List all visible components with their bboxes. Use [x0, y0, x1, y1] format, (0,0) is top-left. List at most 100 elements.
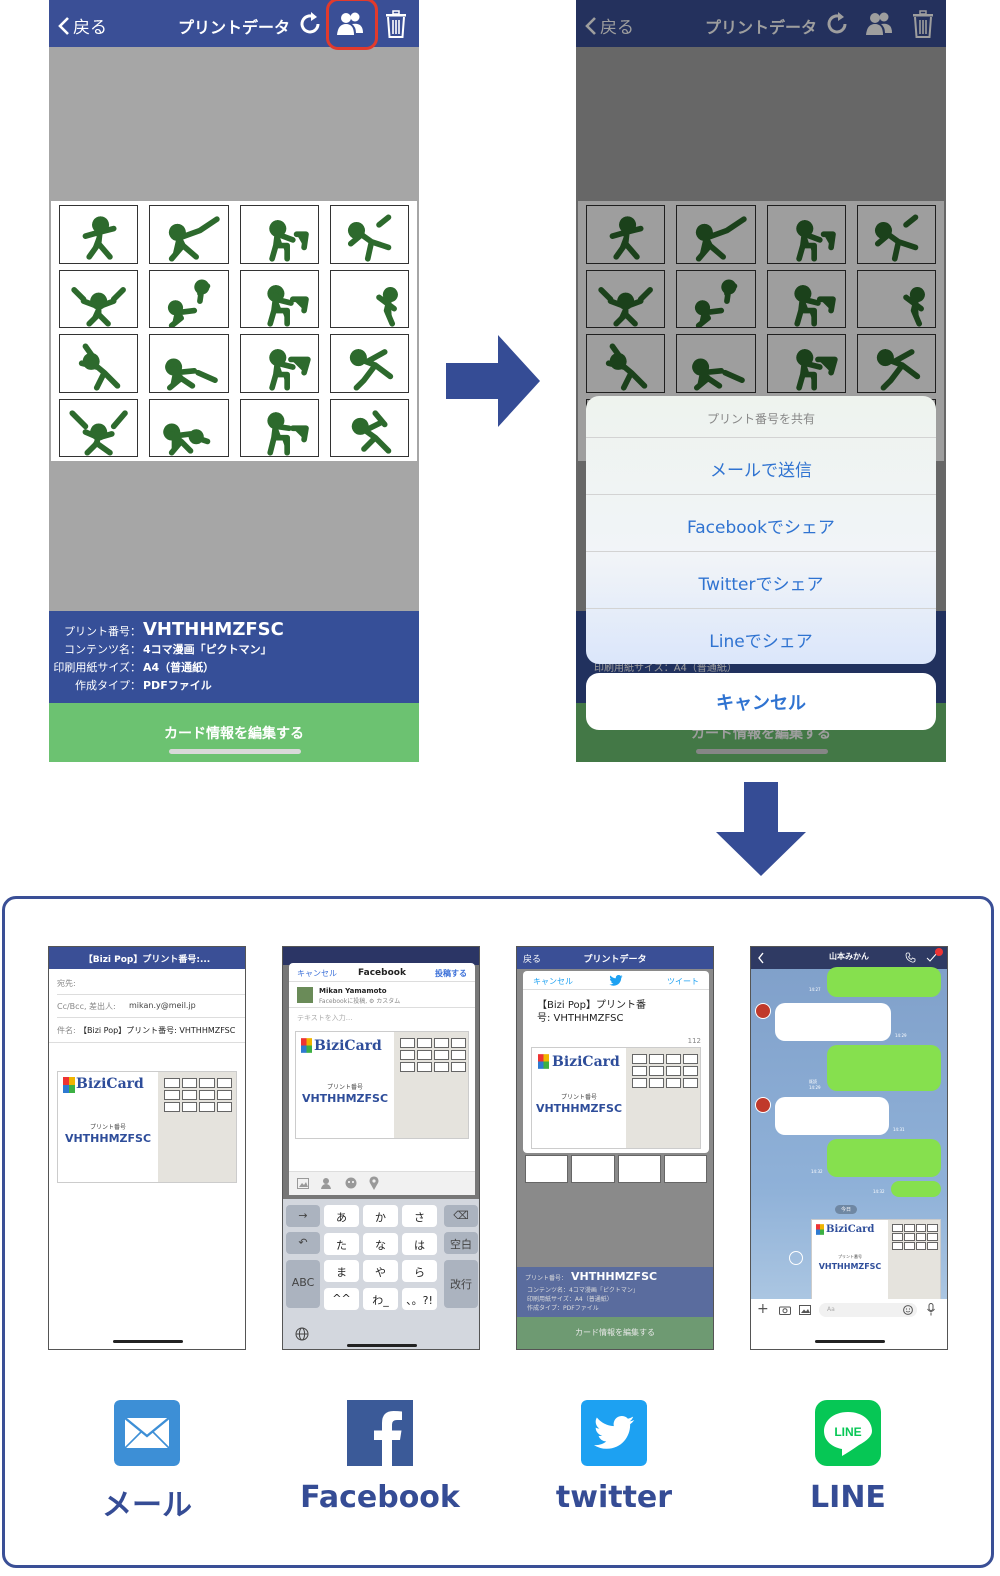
share-line-option[interactable]: Lineでシェア [709, 632, 813, 652]
pictogram-cell [239, 398, 319, 457]
pictogram-cell [329, 205, 409, 264]
print-no-label: プリント番号： [525, 1275, 568, 1282]
location-icon[interactable] [369, 1176, 379, 1190]
share-facebook-option[interactable]: Facebookでシェア [586, 495, 936, 552]
pictogram-cell [586, 269, 666, 328]
card-pictogram-grid [892, 1224, 938, 1250]
from-address[interactable]: mikan.y@meil.jp [129, 1001, 196, 1010]
msg-time: 14:32 [811, 1169, 823, 1174]
key-abc[interactable]: ABC [286, 1260, 320, 1308]
card-print-number: VHTHHMZFSC [301, 1092, 389, 1105]
image-icon[interactable] [799, 1305, 811, 1315]
message-input[interactable]: Aa [819, 1303, 917, 1317]
phone-call-icon[interactable] [905, 952, 916, 963]
chevron-left-icon[interactable] [757, 952, 765, 964]
content-label: コンテンツ名： [64, 643, 141, 656]
tag-people-icon[interactable] [321, 1177, 333, 1189]
to-label: 宛先: [57, 979, 76, 988]
sheet-title: プリント番号を共有 [586, 396, 936, 438]
back-button[interactable]: 戻る [57, 13, 107, 38]
globe-icon[interactable] [295, 1327, 309, 1341]
key-arrow[interactable]: → [286, 1205, 320, 1227]
print-no-label: プリント番号： [64, 625, 141, 638]
avatar [297, 987, 313, 1003]
kana-key[interactable]: ^^ [324, 1287, 359, 1310]
pictogram-figure-icon [795, 349, 838, 391]
share-twitter-option[interactable]: Twitterでシェア [586, 552, 936, 609]
share-users-icon[interactable] [864, 9, 894, 39]
refresh-icon[interactable] [295, 9, 325, 39]
pictogram-cell [239, 205, 319, 264]
kana-key[interactable]: さ [402, 1205, 437, 1227]
cc-label: Cc/Bcc, 差出人: [57, 1002, 116, 1011]
share-users-icon[interactable] [335, 9, 365, 39]
tweet-compose-card: キャンセル ツイート 【Bizi Pop】プリント番号: VHTHHMZFSC … [523, 971, 709, 1153]
edit-card-button[interactable]: カード情報を編集する [517, 1317, 713, 1349]
pictogram-cell [329, 334, 409, 393]
plus-icon[interactable]: + [757, 1301, 769, 1317]
tweet-button[interactable]: ツイート [667, 977, 699, 986]
line-app-icon: LINE [815, 1400, 881, 1466]
bizicard-preview: BiziCard プリント番号 VHTHHMZFSC [811, 1219, 941, 1301]
key-backspace[interactable]: ⌫ [444, 1205, 478, 1227]
arrow-down-icon [716, 782, 806, 876]
kana-key[interactable]: 、。?! [402, 1287, 437, 1310]
pictogram-cell [59, 398, 139, 457]
kana-key[interactable]: は [402, 1232, 437, 1255]
print-number: VHTHHMZFSC [143, 619, 284, 640]
fb-post-button[interactable]: 投稿する [435, 969, 467, 978]
kana-key[interactable]: ら [402, 1260, 437, 1282]
twitter-label: twitter [555, 1480, 673, 1515]
cancel-button[interactable]: キャンセル [586, 673, 936, 730]
pictogram-cell [239, 334, 319, 393]
phone-share-sheet: 戻る プリントデータ 印刷用紙サイズ：A4（普通紙） カード情報を編集する プリ… [576, 0, 946, 762]
kana-key[interactable]: や [363, 1260, 398, 1282]
emoji-icon[interactable] [345, 1177, 357, 1189]
card-print-label: プリント番号 [89, 1124, 126, 1131]
kana-key[interactable]: ま [324, 1260, 359, 1282]
char-count: 112 [687, 1037, 701, 1045]
refresh-icon[interactable] [822, 9, 852, 39]
pictogram-cell [329, 398, 409, 457]
kana-key[interactable]: な [363, 1232, 398, 1255]
camera-icon[interactable] [779, 1305, 791, 1315]
fb-cancel-button[interactable]: キャンセル [297, 969, 337, 978]
kana-key[interactable]: わ_ [363, 1287, 398, 1310]
key-space[interactable]: 空白 [444, 1232, 478, 1254]
share-mail-option[interactable]: メールで送信 [586, 438, 936, 495]
pictogram-figure-icon [793, 284, 836, 327]
tw-cancel-button[interactable]: キャンセル [533, 977, 573, 986]
fb-text-input[interactable]: テキストを入力... [297, 1014, 353, 1022]
kana-key[interactable]: た [324, 1232, 359, 1255]
fb-audience[interactable]: Facebookに投稿, ⚙ カスタム [319, 998, 401, 1005]
pictogram-figure-icon [598, 286, 653, 327]
menu-check-icon[interactable] [926, 952, 938, 963]
pictogram-cell [59, 334, 139, 393]
pictogram-figure-icon [347, 214, 392, 262]
message-sent [827, 967, 941, 997]
kana-key[interactable]: か [363, 1205, 398, 1227]
trash-icon[interactable] [381, 9, 411, 39]
pictogram-figure-icon [874, 214, 919, 262]
tweet-text[interactable]: 【Bizi Pop】プリント番号: VHTHHMZFSC [537, 1000, 646, 1024]
kana-key[interactable]: あ [324, 1205, 359, 1227]
back-label[interactable]: 戻る [523, 955, 542, 965]
key-enter[interactable]: 改行 [444, 1260, 478, 1308]
line-input-bar: + Aa [751, 1299, 947, 1349]
print-info-panel: プリント番号：VHTHHMZFSC コンテンツ名：4コマ漫画「ピクトマン」 印刷… [49, 611, 419, 703]
share-circle-icon[interactable] [789, 1251, 803, 1265]
print-info-panel: プリント番号： VHTHHMZFSC コンテンツ名：4コマ漫画「ピクトマン」 印… [517, 1267, 713, 1317]
key-undo[interactable]: ↶ [286, 1232, 320, 1254]
facebook-compose-card: キャンセル Facebook 投稿する Mikan Yamamoto Faceb… [289, 963, 475, 1195]
chevron-left-icon [58, 16, 69, 35]
photo-icon[interactable] [297, 1178, 309, 1189]
microphone-icon[interactable] [927, 1303, 935, 1316]
bizicard-logo: BiziCard [552, 1054, 620, 1070]
subject-value[interactable]: 【Bizi Pop】プリント番号: VHTHHMZFSC [79, 1026, 236, 1035]
emoji-icon[interactable] [903, 1305, 913, 1315]
back-button[interactable]: 戻る [584, 13, 634, 38]
msg-time: 14:32 [873, 1189, 885, 1194]
pictogram-figure-icon [349, 349, 393, 391]
highlight-ring [326, 0, 378, 50]
trash-icon[interactable] [908, 9, 938, 39]
